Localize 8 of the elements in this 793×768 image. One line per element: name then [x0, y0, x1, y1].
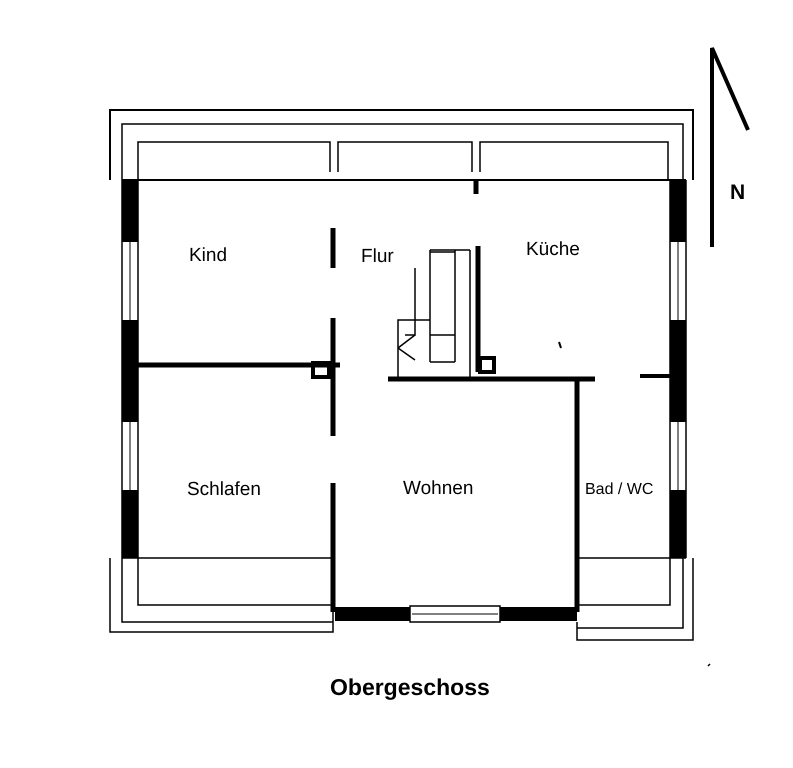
room-label: Schlafen [187, 480, 261, 499]
room-label: Küche [526, 240, 580, 259]
room-label: Kind [189, 246, 228, 265]
room-label: Flur [361, 247, 394, 266]
room-label: Wohnen [403, 479, 474, 498]
room-label: Bad / WC [585, 482, 654, 498]
compass-label: N [730, 182, 746, 203]
plan-caption: Obergeschoss [330, 676, 490, 699]
